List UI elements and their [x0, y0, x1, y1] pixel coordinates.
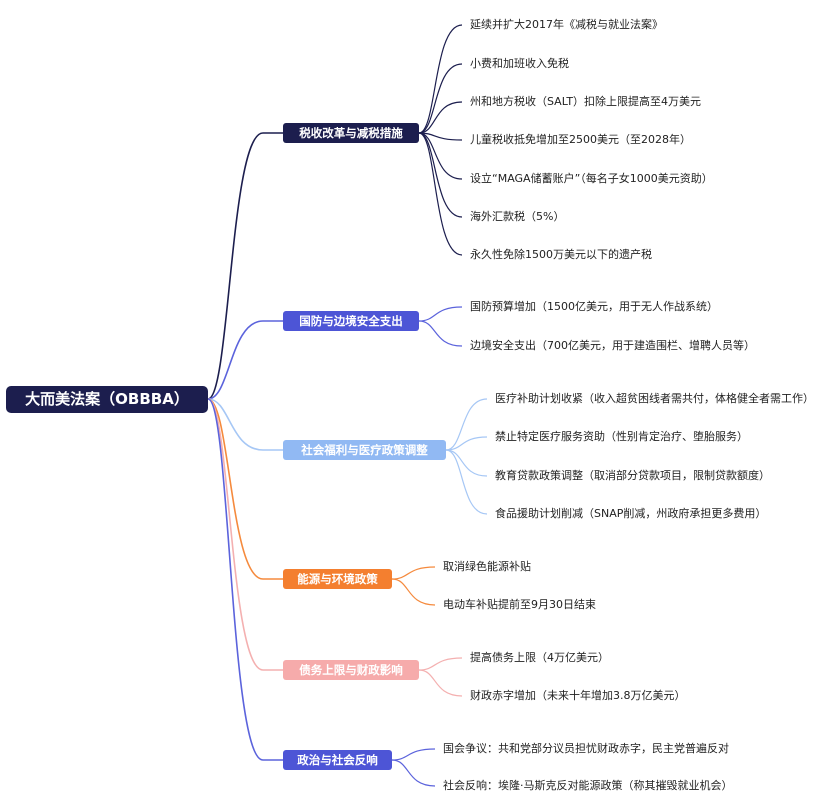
leaf-topic[interactable]: 小费和加班收入免税 — [470, 57, 569, 70]
leaf-topic[interactable]: 取消绿色能源补贴 — [443, 560, 531, 573]
branch-leaf-connector — [418, 669, 463, 697]
branch-leaf-connector — [445, 449, 488, 477]
leaf-topic[interactable]: 设立“MAGA储蓄账户”（每名子女1000美元资助） — [470, 172, 713, 185]
leaf-topic[interactable]: 国会争议：共和党部分议员担忧财政赤字，民主党普遍反对 — [443, 742, 729, 755]
branch-leaf-connector — [418, 132, 463, 218]
root-branch-connector — [207, 132, 283, 400]
leaf-topic[interactable]: 永久性免除1500万美元以下的遗产税 — [470, 248, 652, 261]
leaf-topic[interactable]: 社会反响：埃隆·马斯克反对能源政策（称其摧毁就业机会） — [443, 779, 733, 792]
branch-leaf-connector — [418, 306, 463, 322]
leaf-topic[interactable]: 国防预算增加（1500亿美元，用于无人作战系统） — [470, 300, 718, 313]
branch-leaf-connector — [418, 657, 463, 671]
leaf-topic[interactable]: 医疗补助计划收紧（收入超贫困线者需共付，体格健全者需工作） — [495, 392, 814, 405]
leaf-topic[interactable]: 儿童税收抵免增加至2500美元（至2028年） — [470, 133, 691, 146]
leaf-topic[interactable]: 州和地方税收（SALT）扣除上限提高至4万美元 — [470, 95, 702, 108]
branch-leaf-connector — [391, 759, 436, 787]
root-branch-connector — [207, 398, 283, 451]
leaf-topic[interactable]: 边境安全支出（700亿美元，用于建造围栏、增聘人员等） — [470, 339, 755, 352]
leaf-topic[interactable]: 海外汇款税（5%） — [470, 210, 565, 223]
leaf-topic[interactable]: 财政赤字增加（未来十年增加3.8万亿美元） — [470, 689, 686, 702]
branch-leaf-connector — [391, 748, 436, 761]
leaf-topic[interactable]: 电动车补贴提前至9月30日结束 — [443, 598, 596, 611]
branch-leaf-connector — [445, 449, 488, 515]
branch-topic[interactable]: 社会福利与医疗政策调整 — [283, 440, 446, 460]
branch-leaf-connector — [418, 132, 463, 256]
leaf-topic[interactable]: 教育贷款政策调整（取消部分贷款项目，限制贷款额度） — [495, 469, 770, 482]
branch-leaf-connector — [391, 578, 436, 606]
branch-leaf-connector — [445, 398, 488, 451]
branch-topic[interactable]: 债务上限与财政影响 — [283, 660, 419, 680]
branch-leaf-connector — [418, 24, 463, 134]
branch-leaf-connector — [445, 436, 488, 451]
branch-topic[interactable]: 税收改革与减税措施 — [283, 123, 419, 143]
root-branch-connector — [207, 398, 283, 671]
branch-topic[interactable]: 国防与边境安全支出 — [283, 311, 419, 331]
branch-leaf-connector — [418, 63, 463, 134]
leaf-topic[interactable]: 禁止特定医疗服务资助（性别肯定治疗、堕胎服务） — [495, 430, 748, 443]
leaf-topic[interactable]: 提高债务上限（4万亿美元） — [470, 651, 609, 664]
root-topic[interactable]: 大而美法案（OBBBA） — [6, 386, 208, 413]
leaf-topic[interactable]: 食品援助计划削减（SNAP削减，州政府承担更多费用） — [495, 507, 767, 520]
branch-leaf-connector — [391, 566, 436, 580]
branch-topic[interactable]: 政治与社会反响 — [283, 750, 392, 770]
root-branch-connector — [207, 398, 283, 761]
root-branch-connector — [207, 398, 283, 580]
branch-leaf-connector — [418, 132, 463, 180]
leaf-topic[interactable]: 延续并扩大2017年《减税与就业法案》 — [470, 18, 663, 31]
root-branch-connector — [207, 320, 283, 400]
branch-topic[interactable]: 能源与环境政策 — [283, 569, 392, 589]
branch-leaf-connector — [418, 320, 463, 347]
branch-leaf-connector — [418, 101, 463, 134]
